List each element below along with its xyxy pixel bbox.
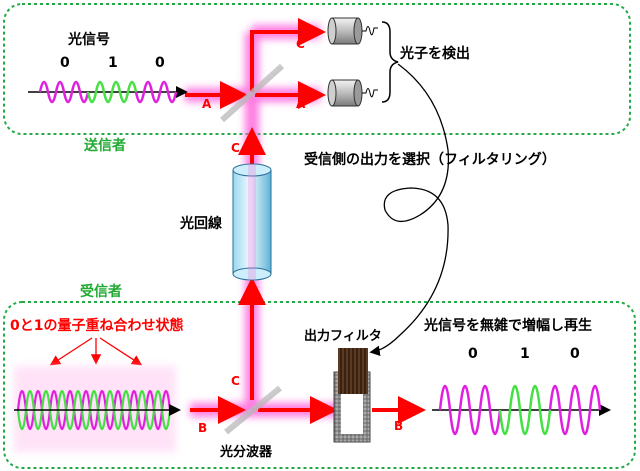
selection-arrow (369, 63, 450, 356)
output-wave-0b (548, 385, 602, 435)
selection-label: 受信側の出力を選択（フィルタリング） (304, 151, 556, 168)
beam-label-c-receiver: C (231, 374, 240, 388)
splitter-label: 光分波器 (219, 444, 273, 460)
output-filter (333, 348, 371, 443)
output-wave-0a (438, 385, 502, 435)
sender-bit-0a: 0 (60, 55, 70, 71)
sender-bit-0b: 0 (155, 55, 165, 71)
sender-wave-0b (134, 80, 178, 104)
receiver-box-label: 受信者 (80, 283, 122, 300)
sender-box (3, 3, 631, 135)
beam-label-a-left: A (202, 97, 212, 111)
superposition-wave-b (16, 389, 172, 431)
fiber-cable (232, 163, 272, 281)
output-wave-1 (498, 385, 552, 435)
superposition-waves (14, 366, 181, 452)
superposition-arrows (49, 337, 143, 366)
superposition-label: 0と1の量子重ね合わせ状態 (10, 317, 183, 334)
beam-label-b-out: B (394, 419, 403, 433)
output-bit-0b: 0 (570, 346, 580, 362)
sender-bit-1: 1 (108, 55, 118, 71)
output-bit-1: 1 (520, 346, 530, 362)
beam-label-b-in: B (198, 421, 207, 435)
sender-signal-label: 光信号 (67, 31, 110, 48)
beam-label-c-fiber: C (231, 141, 240, 155)
detector-top (327, 17, 378, 45)
sender-wave-1 (86, 80, 138, 104)
receiver-beam-splitter (224, 385, 282, 435)
beam-label-a-right: A (296, 97, 306, 111)
sender-beam-splitter (219, 63, 285, 123)
sender-wave-0a (38, 80, 90, 104)
superposition-wave-a (16, 389, 172, 431)
fiber-label: 光回線 (179, 215, 222, 232)
beams (185, 18, 426, 424)
detect-label: 光子を検出 (399, 45, 470, 62)
beam-label-c-top: C (296, 37, 305, 51)
sender-box-label: 送信者 (83, 137, 126, 154)
detector-bottom (327, 79, 378, 107)
superposition-glow (14, 366, 176, 452)
output-label: 光信号を無雑で増幅し再生 (423, 317, 592, 334)
detector-brace (381, 21, 399, 103)
filter-label: 出力フィルタ (304, 328, 382, 344)
output-bit-0a: 0 (468, 346, 478, 362)
